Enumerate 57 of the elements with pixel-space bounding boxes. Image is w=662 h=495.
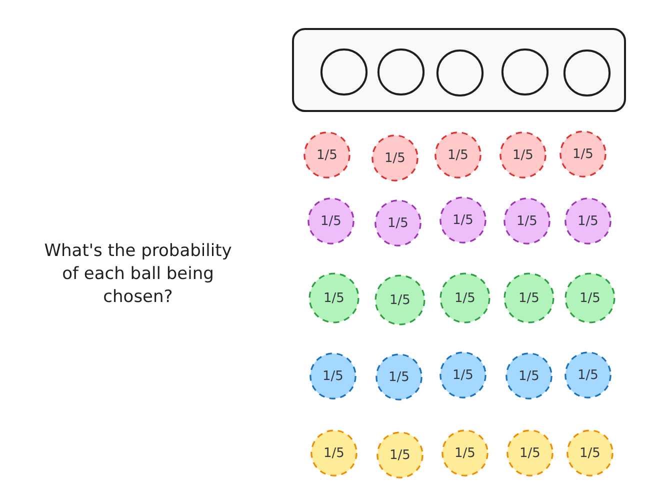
probability-value: 1/5: [384, 152, 406, 164]
probability-ball: [506, 429, 554, 477]
empty-ball: [563, 49, 611, 97]
probability-value: 1/5: [578, 368, 598, 382]
probability-ball: [503, 272, 555, 324]
probability-ball: [499, 131, 547, 179]
probability-ball: [441, 429, 489, 477]
probability-value: 1/5: [448, 148, 468, 162]
probability-ball: [566, 429, 614, 477]
probability-value: 1/5: [452, 368, 474, 382]
probability-ball: [374, 274, 426, 326]
probability-value: 1/5: [322, 370, 344, 382]
probability-ball: [371, 134, 419, 182]
probability-value: 1/5: [390, 448, 410, 462]
question-text: What's the probability of each ball being chosen?: [43, 240, 233, 309]
probability-value: 1/5: [512, 148, 534, 162]
probability-value: 1/5: [388, 216, 408, 230]
probability-ball: [439, 196, 487, 244]
probability-ball: [303, 131, 351, 179]
probability-ball: [505, 352, 553, 400]
probability-value: 1/5: [320, 214, 342, 228]
probability-ball: [309, 352, 357, 400]
probability-value: 1/5: [578, 214, 598, 228]
probability-ball: [559, 130, 607, 178]
probability-ball: [503, 197, 551, 245]
probability-ball: [376, 431, 424, 479]
probability-ball: [307, 197, 355, 245]
probability-ball: [564, 197, 612, 245]
probability-ball: [439, 351, 487, 399]
probability-ball: [564, 272, 616, 324]
probability-value: 1/5: [324, 292, 344, 304]
probability-ball: [564, 351, 612, 399]
probability-value: 1/5: [518, 370, 540, 382]
probability-ball: [308, 272, 360, 324]
empty-ball: [377, 48, 425, 96]
probability-ball: [310, 429, 358, 477]
empty-ball: [436, 49, 484, 97]
probability-value: 1/5: [580, 292, 600, 304]
probability-value: 1/5: [388, 370, 410, 384]
empty-ball: [501, 48, 549, 96]
probability-value: 1/5: [572, 148, 594, 160]
probability-value: 1/5: [516, 214, 538, 228]
empty-ball: [320, 48, 368, 96]
probability-value: 1/5: [454, 292, 476, 304]
probability-ball: [374, 199, 422, 247]
probability-value: 1/5: [324, 446, 344, 460]
probability-ball: [434, 131, 482, 179]
probability-value: 1/5: [390, 294, 410, 306]
probability-value: 1/5: [518, 292, 540, 304]
probability-value: 1/5: [520, 446, 540, 460]
probability-value: 1/5: [316, 148, 338, 162]
probability-ball: [439, 272, 491, 324]
ball-container: [292, 28, 626, 112]
probability-value: 1/5: [580, 446, 600, 460]
probability-value: 1/5: [452, 214, 474, 226]
probability-ball: [375, 353, 423, 401]
probability-value: 1/5: [454, 446, 476, 460]
